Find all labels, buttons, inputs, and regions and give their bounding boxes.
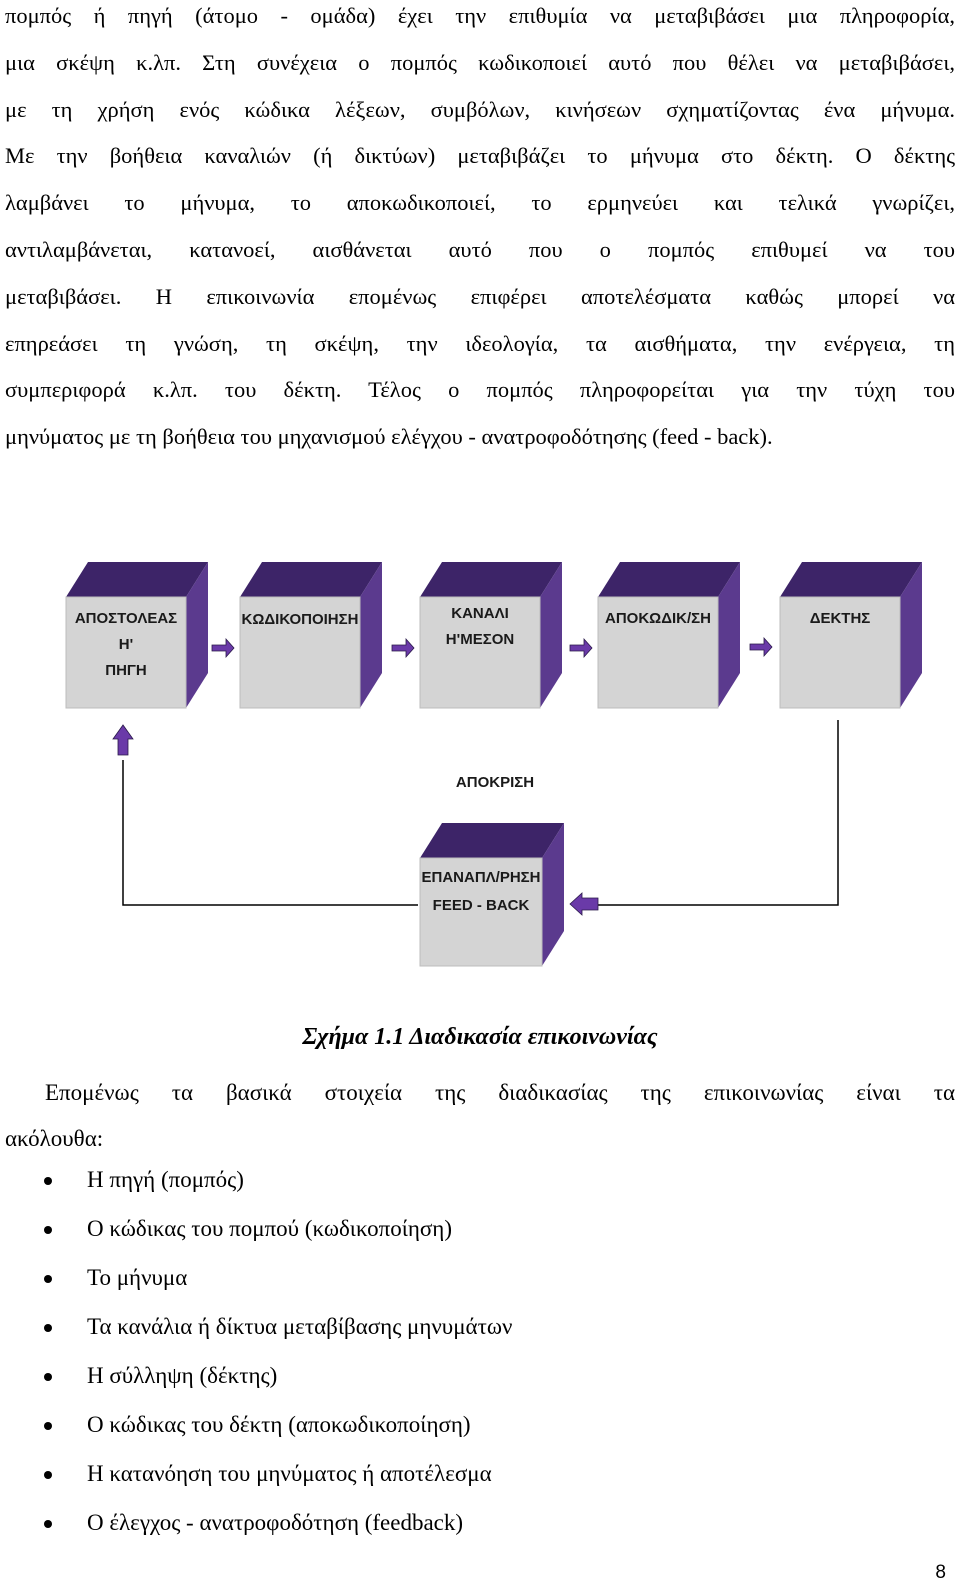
paragraph-line: Με την βοήθεια καναλιών (ή δικτύων) μετα… <box>5 143 955 169</box>
list-item-text: Το μήνυμα <box>87 1265 188 1290</box>
list-item: Ο κώδικας του δέκτη (αποκωδικοποίηση) <box>0 1409 512 1458</box>
intro-line: ακόλουθα: <box>5 1126 104 1151</box>
list-item-text: Η κατανόηση του μηνύματος ή αποτέλεσμα <box>87 1461 492 1486</box>
response-label: ΑΠΟΚΡΙΣΗ <box>456 774 534 791</box>
list-item-text: Τα κανάλια ή δίκτυα μεταβίβασης μηνυμάτω… <box>87 1314 513 1339</box>
paragraph-line: μηνύματος με τη βοήθεια του μηχανισμού ε… <box>5 424 773 450</box>
feedback-line <box>592 720 839 906</box>
list-item-text: Η σύλληψη (δέκτης) <box>87 1363 278 1388</box>
diagram-box-decoding: ΑΠΟΚΩΔΙΚ/ΣΗ <box>597 562 740 709</box>
diagram-box-encoding: ΚΩΔΙΚΟΠΟΙΗΣΗ <box>239 562 382 709</box>
diagram-box-feedback: ΕΠΑΝΑΠΛ/ΡΗΣΗ FEED - BACK <box>419 823 564 967</box>
bullet-icon <box>44 1226 52 1234</box>
box-label: ΔΕΚΤΗΣ <box>810 610 871 627</box>
arrow-left-icon <box>569 892 599 916</box>
bullet-icon <box>44 1520 52 1528</box>
paragraph-line: πομπός ή πηγή (άτομο - ομάδα) έχει την ε… <box>5 3 955 28</box>
list-item: Ο κώδικας του πομπού (κωδικοποίηση) <box>0 1213 512 1262</box>
bullet-icon <box>44 1422 52 1430</box>
figure-caption: Σχήμα 1.1 Διαδικασία επικοινωνίας <box>302 1024 658 1050</box>
box-label: ΕΠΑΝΑΠΛ/ΡΗΣΗ <box>421 869 540 886</box>
bullet-icon <box>44 1275 52 1283</box>
paragraph-line: μια σκέψη κ.λπ. Στη συνέχεια ο πομπός κω… <box>5 49 955 75</box>
paragraph-line: επηρεάσει τη γνώση, τη σκέψη, την ιδεολο… <box>5 330 955 356</box>
list-item-text: Ο κώδικας του πομπού (κωδικοποίηση) <box>87 1216 452 1241</box>
arrow-right-icon <box>211 637 235 659</box>
diagram-box-sender: ΑΠΟΣΤΟΛΕΑΣ Η' ΠΗΓΗ <box>65 562 208 709</box>
list-item-text: Η πηγή (πομπός) <box>87 1167 244 1192</box>
bullet-icon <box>44 1373 52 1381</box>
bullet-icon <box>44 1471 52 1479</box>
list-item: Η σύλληψη (δέκτης) <box>0 1360 512 1409</box>
list-item: Το μήνυμα <box>0 1262 512 1311</box>
feedback-line <box>122 760 418 906</box>
list-item: Ο έλεγχος - ανατροφοδότηση (feedback) <box>0 1507 512 1556</box>
intro-paragraph: Επομένως τα βασικά στοιχεία της διαδικασ… <box>5 1070 955 1162</box>
box-label: Η'ΜΕΣΟΝ <box>446 631 514 648</box>
list-item: Η πηγή (πομπός) <box>0 1164 512 1213</box>
box-label: Η' <box>119 636 133 653</box>
bullet-icon <box>44 1324 52 1332</box>
paragraph-line: συμπεριφορά κ.λπ. του δέκτη. Τέλος ο πομ… <box>5 377 955 403</box>
arrow-up-icon <box>112 724 134 756</box>
bullet-list: Η πηγή (πομπός) Ο κώδικας του πομπού (κω… <box>0 1164 512 1556</box>
box-label: ΚΩΔΙΚΟΠΟΙΗΣΗ <box>242 611 359 628</box>
arrow-right-icon <box>569 637 593 659</box>
paragraph-line: μεταβιβάσει. Η επικοινωνία επομένως επιφ… <box>5 283 955 309</box>
body-paragraph: πομπός ή πηγή (άτομο - ομάδα) έχει την ε… <box>5 0 955 461</box>
intro-line: Επομένως τα βασικά στοιχεία της διαδικασ… <box>45 1080 955 1105</box>
box-label: ΚΑΝΑΛΙ <box>451 605 509 622</box>
communication-process-diagram: ΑΠΟΣΤΟΛΕΑΣ Η' ΠΗΓΗ ΚΩΔΙΚΟΠΟΙΗΣΗ ΚΑΝΑΛΙ Η… <box>65 562 922 967</box>
box-label: FEED - BACK <box>433 897 530 914</box>
list-item: Η κατανόηση του μηνύματος ή αποτέλεσμα <box>0 1458 512 1507</box>
bullet-icon <box>44 1177 52 1185</box>
arrow-right-icon <box>749 636 773 658</box>
paragraph-line: αντιλαμβάνεται, κατανοεί, αισθάνεται αυτ… <box>5 236 955 262</box>
box-label: ΑΠΟΣΤΟΛΕΑΣ <box>75 610 177 627</box>
paragraph-line: με τη χρήση ενός κώδικα λέξεων, συμβόλων… <box>5 96 955 122</box>
diagram-box-channel: ΚΑΝΑΛΙ Η'ΜΕΣΟΝ <box>419 562 562 709</box>
box-label: ΑΠΟΚΩΔΙΚ/ΣΗ <box>605 610 711 627</box>
list-item: Τα κανάλια ή δίκτυα μεταβίβασης μηνυμάτω… <box>0 1311 512 1360</box>
box-label: ΠΗΓΗ <box>105 662 147 679</box>
list-item-text: Ο έλεγχος - ανατροφοδότηση (feedback) <box>87 1510 464 1535</box>
diagram-box-receiver: ΔΕΚΤΗΣ <box>779 562 922 709</box>
list-item-text: Ο κώδικας του δέκτη (αποκωδικοποίηση) <box>87 1412 471 1437</box>
paragraph-line: λαμβάνει το μήνυμα, το αποκωδικοποιεί, τ… <box>5 190 955 216</box>
arrow-right-icon <box>391 637 415 659</box>
page-number: 8 <box>935 1562 946 1583</box>
